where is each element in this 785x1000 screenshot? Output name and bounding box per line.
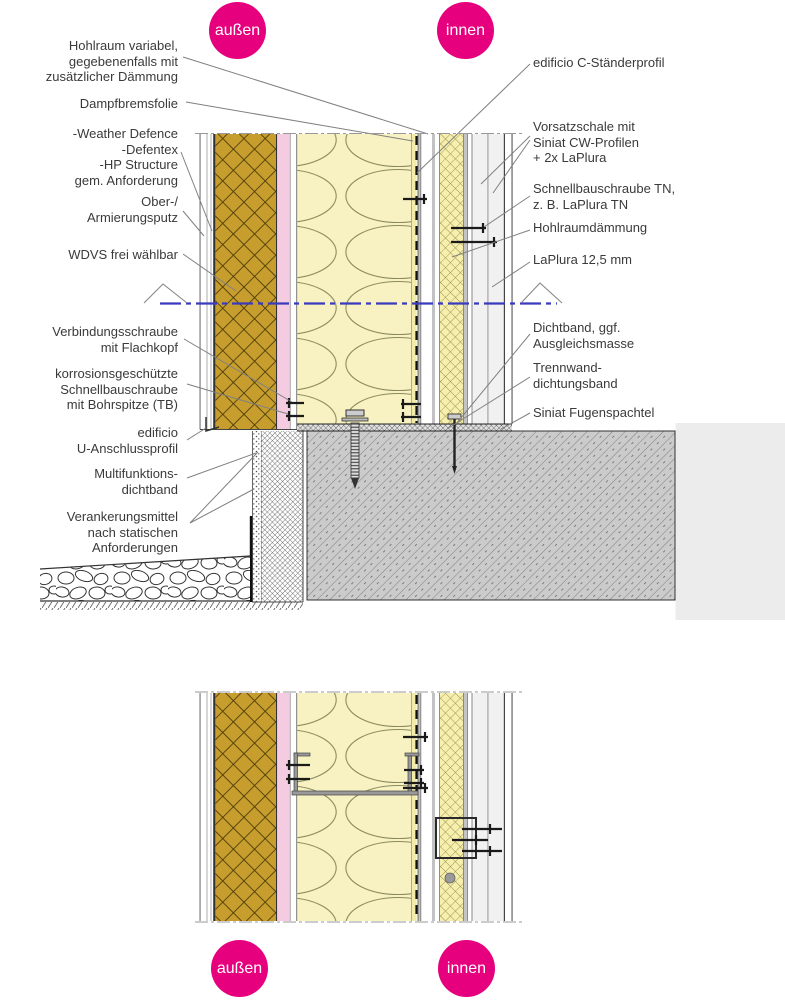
label-armierungsputz: Ober-/ Armierungsputz	[86, 194, 178, 225]
label-fugenspachtel: Siniat Fugenspachtel	[533, 405, 655, 420]
wall-section-upper	[199, 134, 513, 430]
label-weather-defence: -Weather Defence -Defentex -HP Structure…	[72, 126, 178, 188]
anchor-screw	[447, 413, 462, 474]
label-schnellbauschraube-tn: Schnellbauschraube TN, z. B. LaPlura TN	[533, 181, 676, 212]
label-dichtband: Dichtband, ggf. Ausgleichsmasse	[533, 320, 635, 351]
upper-detail-fixings	[200, 194, 512, 489]
wall-section-lower	[199, 693, 513, 921]
anchor-bolt	[341, 409, 369, 489]
anchor-bar	[249, 516, 253, 602]
fastener-dot	[444, 872, 456, 884]
label-dampfbremsfolie: Dampfbremsfolie	[79, 96, 178, 111]
floor-zone	[39, 423, 785, 620]
badge-innen-bottom: innen	[438, 940, 495, 997]
leader-lines	[180, 56, 531, 524]
lower-detail-fixings	[286, 732, 502, 884]
axis-and-cut-lines	[143, 133, 563, 923]
badge-innen-top: innen	[437, 2, 494, 59]
badge-aussen-top: außen	[209, 2, 266, 59]
label-vorsatzschale: Vorsatzschale mit Siniat CW-Profilen + 2…	[533, 119, 639, 166]
label-hohlraum-variabel: Hohlraum variabel, gegebenenfalls mit zu…	[45, 38, 178, 85]
label-multifunktionsdichtband: Multifunktions- dichtband	[94, 466, 178, 497]
label-trennwanddichtungsband: Trennwand- dichtungsband	[533, 360, 618, 391]
label-verankerungsmittel: Verankerungsmittel nach statischen Anfor…	[66, 509, 178, 556]
label-laplura: LaPlura 12,5 mm	[533, 252, 632, 267]
label-wdvs: WDVS frei wählbar	[68, 247, 178, 262]
u-profile	[205, 417, 220, 433]
badge-aussen-bottom: außen	[211, 940, 268, 997]
stud-splice-profile	[291, 790, 419, 796]
label-hohlraumdaemmung: Hohlraumdämmung	[533, 220, 648, 235]
label-schnellbauschraube-tb: korrosionsgeschützte Schnellbauschraube …	[55, 366, 178, 413]
ground-hatch	[40, 602, 303, 610]
slab-cutoff-block	[675, 423, 785, 620]
label-u-anschlussprofil: edificio U-Anschlussprofil	[76, 425, 178, 456]
label-verbindungsschraube: Verbindungsschraube mit Flachkopf	[52, 324, 178, 355]
label-c-staenderprofil: edificio C-Ständerprofil	[533, 55, 665, 70]
